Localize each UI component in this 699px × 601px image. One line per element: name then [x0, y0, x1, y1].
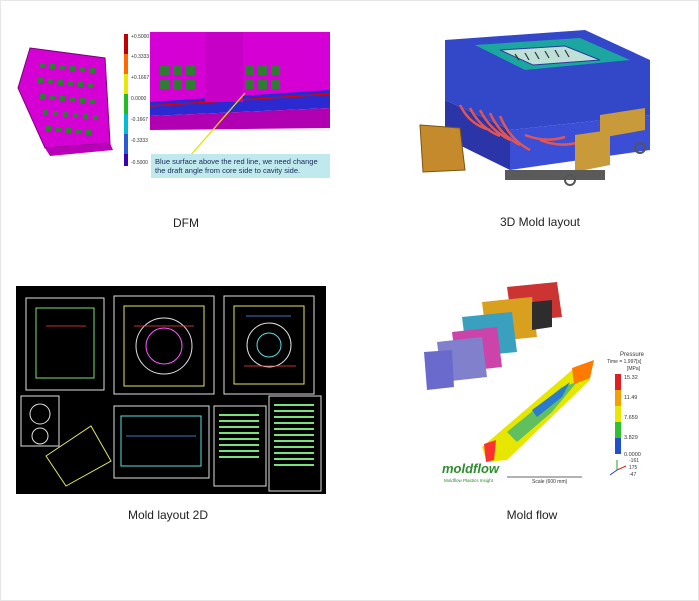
- caption-3d-mold: 3D Mold layout: [499, 215, 581, 229]
- mold-flow-image: Pressure Time = 1.997[s] [MPa] 15.32 11.…: [424, 282, 645, 485]
- legend-value: 0.0000: [624, 452, 641, 458]
- legend-title: Pressure: [620, 352, 645, 358]
- scale-label: -0.1667: [131, 117, 148, 123]
- scale-label: 0.0000: [131, 96, 147, 102]
- legend-unit: [MPa]: [627, 366, 641, 372]
- coord-value: 175: [629, 465, 638, 471]
- legend-value: 7.659: [624, 415, 638, 421]
- coord-value: -161: [629, 458, 639, 464]
- scale-label: +0.5000: [131, 34, 149, 40]
- mold-2d-card: Mold layout 2D: [16, 286, 326, 531]
- dfm-note-text: Blue surface above the red line, we need…: [155, 157, 318, 175]
- scale-label: Scale (600 mm): [532, 479, 568, 485]
- scale-label: -0.5000: [131, 160, 148, 166]
- scale-label: +0.3333: [131, 54, 149, 60]
- mold-2d-image: [16, 286, 326, 494]
- moldflow-logo-tag: Moldflow Plastics Insight: [444, 478, 494, 483]
- axis-triad-icon: [609, 460, 627, 476]
- mold-3d-image: [419, 30, 650, 186]
- moldflow-logo: moldflow: [442, 461, 500, 476]
- dfm-note-box: [151, 154, 330, 178]
- mold-flow-part: [482, 360, 594, 462]
- coord-value: -47: [629, 472, 636, 478]
- dfm-card: +0.5000 +0.3333 +0.1667 0.0000 -0.1667 -…: [10, 28, 330, 230]
- dfm-part-thumbnail: [17, 47, 113, 156]
- caption-mold-flow: Mold flow: [506, 508, 558, 522]
- legend-value: 3.829: [624, 435, 638, 441]
- dfm-zoom-view: [149, 31, 330, 157]
- mold-flow-card: Pressure Time = 1.997[s] [MPa] 15.32 11.…: [412, 282, 662, 527]
- caption-dfm: DFM: [173, 216, 199, 230]
- mold-3d-card: 3D Mold layout: [415, 20, 665, 230]
- dfm-image: +0.5000 +0.3333 +0.1667 0.0000 -0.1667 -…: [17, 31, 330, 178]
- dfm-color-scale: +0.5000 +0.3333 +0.1667 0.0000 -0.1667 -…: [124, 34, 149, 166]
- legend-time: Time = 1.997[s]: [607, 359, 642, 365]
- caption-mold-2d: Mold layout 2D: [127, 508, 209, 522]
- pressure-legend: Pressure Time = 1.997[s] [MPa] 15.32 11.…: [607, 352, 645, 458]
- legend-value: 15.32: [624, 375, 638, 381]
- legend-value: 11.49: [624, 395, 637, 401]
- scale-label: -0.3333: [131, 138, 148, 144]
- scale-label: +0.1667: [131, 75, 149, 81]
